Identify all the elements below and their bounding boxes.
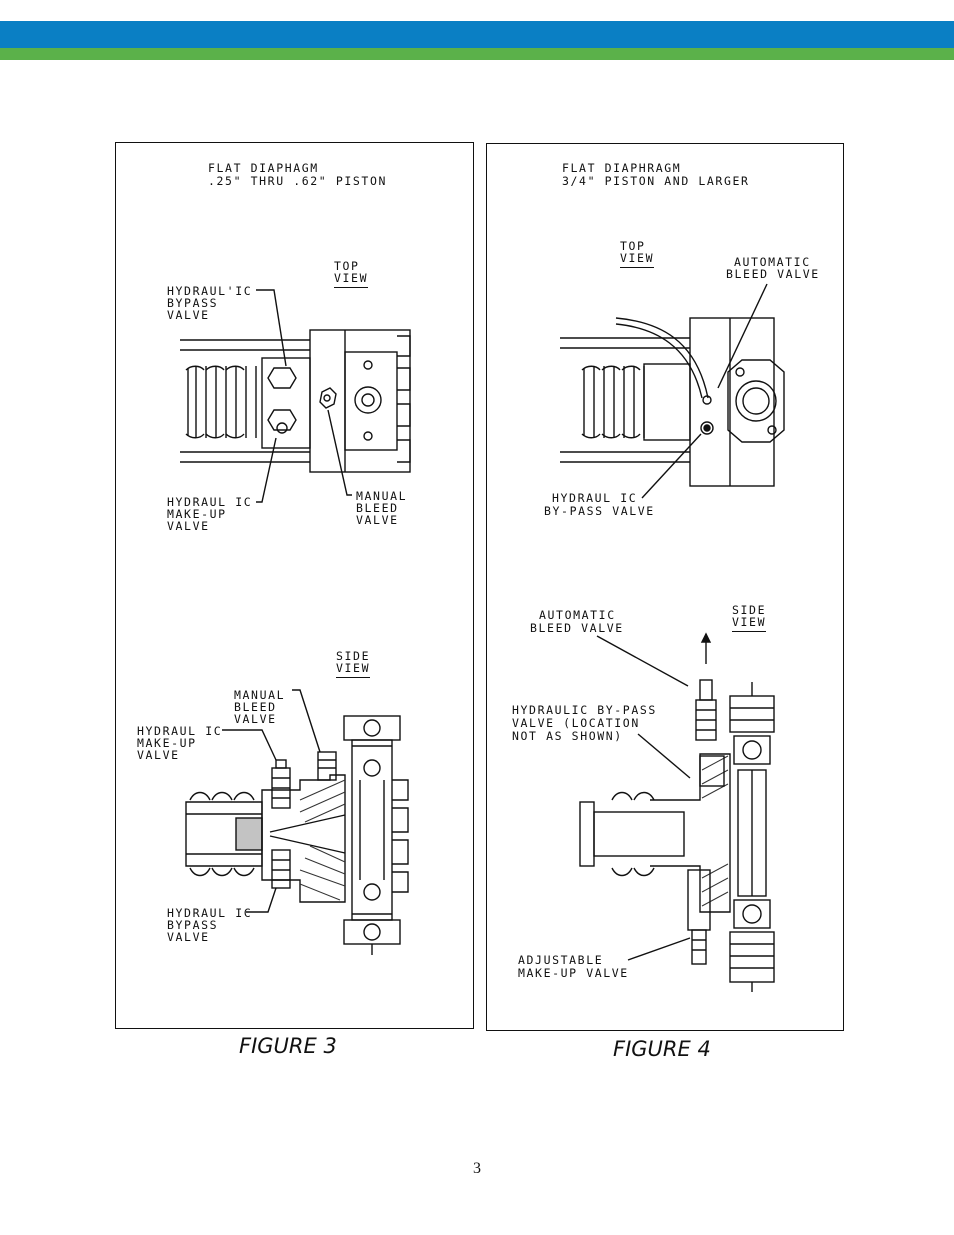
fig3-side-view-label-line1: SIDE: [336, 649, 371, 663]
fig3-title-line1: FLAT DIAPHAGM: [208, 161, 319, 175]
fig3-top-view-drawing: [180, 289, 411, 503]
fig3-side-bypass-line2: BYPASS: [167, 918, 219, 932]
fig4-top-bypass-line1: HYDRAUL IC: [552, 491, 638, 505]
fig3-side-bleed-line2: BLEED: [234, 700, 277, 714]
header-band-blue: [0, 21, 954, 48]
fig3-top-makeup-line1: HYDRAUL IC: [167, 495, 253, 509]
fig3-side-view-drawing: [185, 689, 409, 955]
fig3-side-bypass-line3: VALVE: [167, 930, 210, 944]
fig3-top-view-label-line1: TOP: [334, 259, 360, 273]
fig3-top-bleed-line1: MANUAL: [356, 489, 408, 503]
fig3-top-bypass-line2: BYPASS: [167, 296, 219, 310]
fig4-side-autobleed-line1: AUTOMATIC: [539, 608, 616, 622]
fig3-top-bleed-line2: BLEED: [356, 501, 399, 515]
figure-4-caption: FIGURE 4: [613, 1037, 711, 1061]
fig4-title-line1: FLAT DIAPHRAGM: [562, 161, 682, 175]
fig3-top-spring: [185, 365, 257, 439]
fig4-side-view-label-line1: SIDE: [732, 603, 767, 617]
fig3-title-line2: .25" THRU .62" PISTON: [208, 174, 387, 188]
fig3-side-bleed-line1: MANUAL: [234, 688, 286, 702]
fig4-side-view-drawing: [579, 632, 775, 992]
fig3-top-bypass-line1: HYDRAUL'IC: [167, 284, 253, 298]
fig4-top-spring: [581, 365, 645, 439]
fig3-top-bleed-line3: VALVE: [356, 513, 399, 527]
figure-3-caption: FIGURE 3: [239, 1034, 337, 1058]
fig4-side-bypass-line1: HYDRAULIC BY-PASS: [512, 703, 657, 717]
fig3-side-makeup-line2: MAKE-UP: [137, 736, 197, 750]
fig3-side-makeup-line3: VALVE: [137, 748, 180, 762]
fig4-title-line2: 3/4" PISTON AND LARGER: [562, 174, 750, 188]
fig3-top-makeup-line3: VALVE: [167, 519, 210, 533]
fig4-top-autobleed-line2: BLEED VALVE: [726, 267, 820, 281]
fig3-side-makeup-line1: HYDRAUL IC: [137, 724, 223, 738]
fig4-top-view-label-line1: TOP: [620, 239, 646, 253]
fig3-top-bypass-line3: VALVE: [167, 308, 210, 322]
figure-3-panel: [115, 142, 474, 1029]
fig4-side-autobleed-line2: BLEED VALVE: [530, 621, 624, 635]
fig3-side-bleed-line3: VALVE: [234, 712, 277, 726]
fig3-side-view-label-line2: VIEW: [336, 662, 371, 678]
page-number: 3: [473, 1160, 481, 1177]
fig4-top-bypass-line2: BY-PASS VALVE: [544, 504, 655, 518]
fig3-side-bypass-line1: HYDRAUL IC: [167, 906, 253, 920]
header-band-green: [0, 48, 954, 60]
fig3-top-makeup-line2: MAKE-UP: [167, 507, 227, 521]
fig4-side-makeup-line2: MAKE-UP VALVE: [518, 966, 629, 980]
fig3-top-view-label-line2: VIEW: [334, 272, 369, 288]
figure-4-panel: [486, 143, 844, 1031]
fig4-side-bypass-line2: VALVE (LOCATION: [512, 716, 640, 730]
fig4-top-view-label-line2: VIEW: [620, 252, 655, 268]
fig4-side-bypass-line3: NOT AS SHOWN): [512, 729, 623, 743]
fig4-top-autobleed-line1: AUTOMATIC: [734, 255, 811, 269]
fig4-top-view-drawing: [560, 283, 785, 499]
fig4-side-view-label-line2: VIEW: [732, 616, 767, 632]
fig4-side-makeup-line1: ADJUSTABLE: [518, 953, 604, 967]
